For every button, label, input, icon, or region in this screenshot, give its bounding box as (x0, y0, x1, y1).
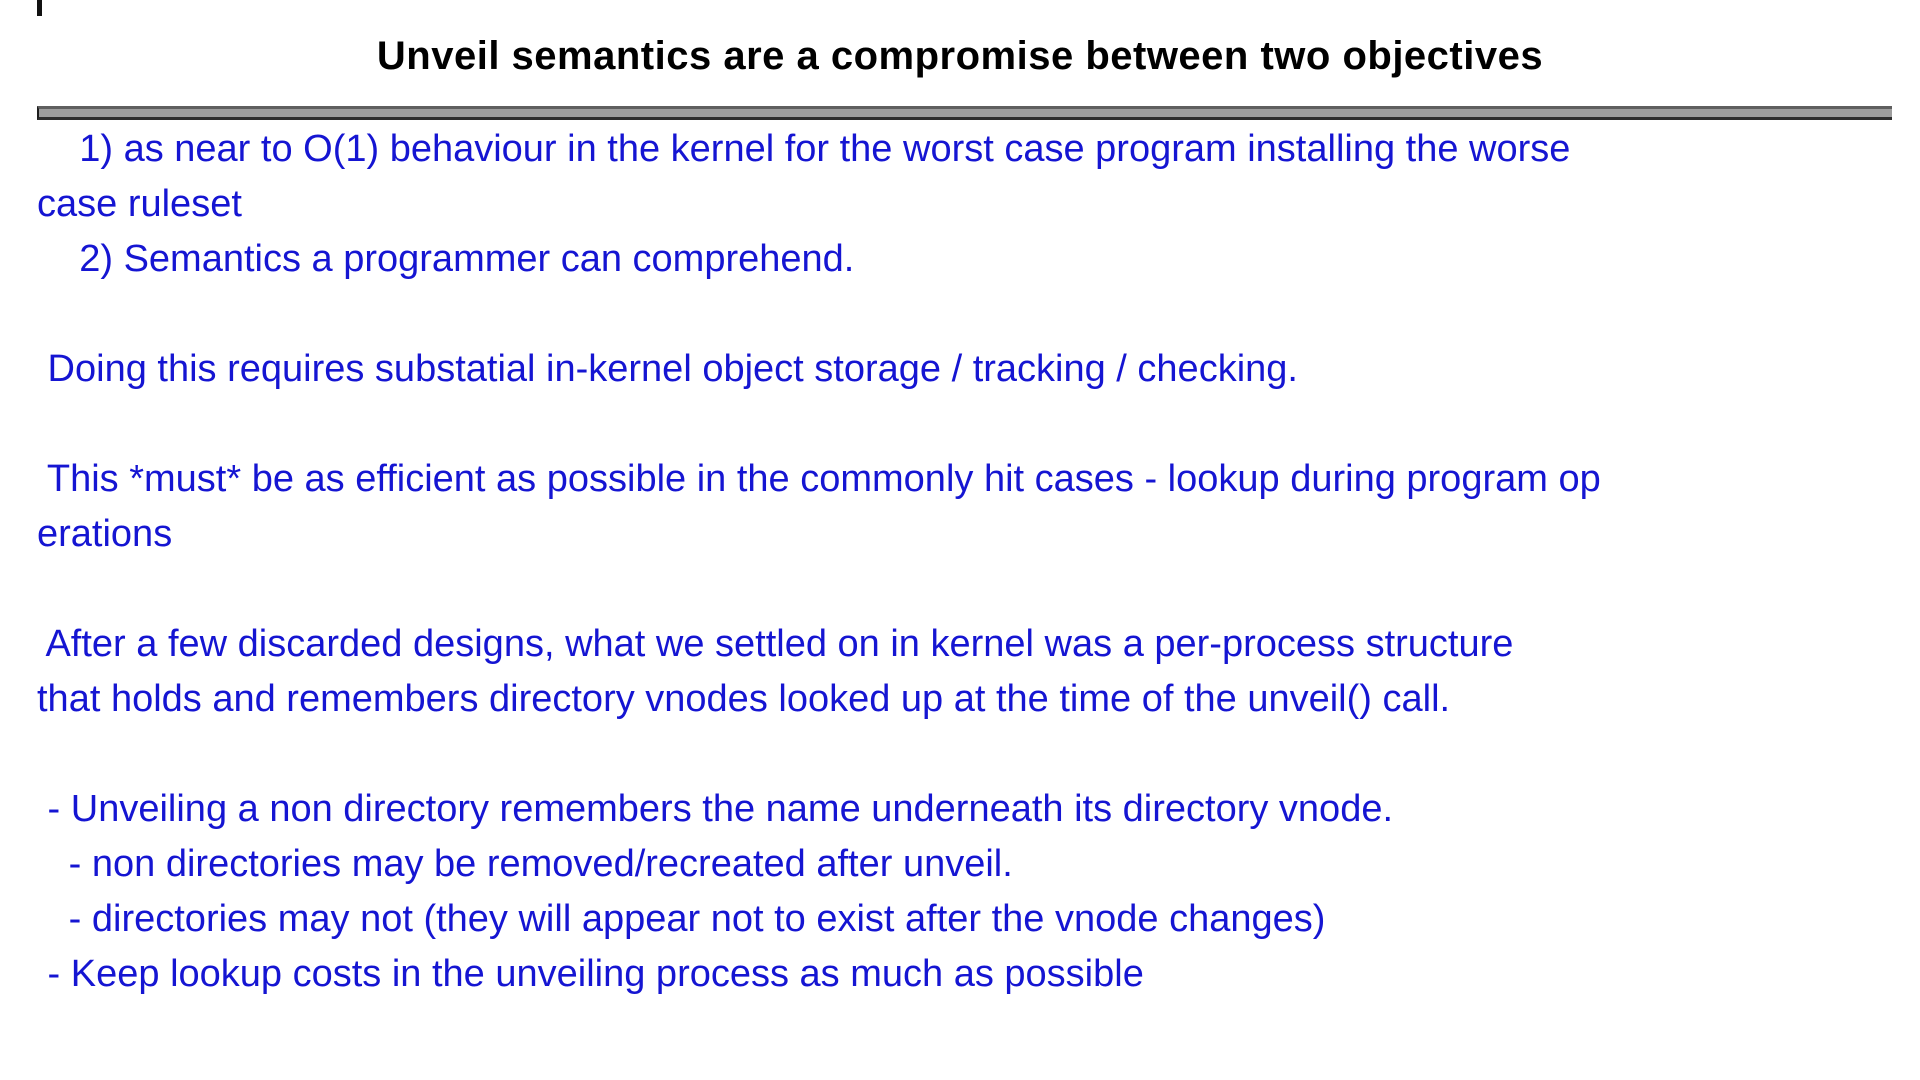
text-line: case ruleset (37, 183, 242, 225)
slide-title: Unveil semantics are a compromise betwee… (376, 34, 1544, 78)
text-line: erations (37, 513, 173, 555)
text-line: This *must* be as efficient as possible … (37, 458, 1601, 500)
text-line: 1) as near to O(1) behaviour in the kern… (37, 128, 1571, 170)
slide-body: 1) as near to O(1) behaviour in the kern… (37, 122, 1910, 1002)
text-line: - Keep lookup costs in the unveiling pro… (37, 953, 1144, 995)
title-divider (37, 106, 1892, 120)
text-line (37, 397, 1910, 452)
text-line: - directories may not (they will appear … (37, 898, 1326, 940)
text-line (37, 287, 1910, 342)
text-line: 2) Semantics a programmer can comprehend… (37, 238, 855, 280)
text-line (37, 727, 1910, 782)
text-line: that holds and remembers directory vnode… (37, 678, 1451, 720)
text-line: - Unveiling a non directory remembers th… (37, 788, 1394, 830)
text-line: After a few discarded designs, what we s… (37, 623, 1514, 665)
left-border-tick (37, 0, 42, 16)
text-line: Doing this requires substatial in-kernel… (37, 348, 1298, 390)
text-line: - non directories may be removed/recreat… (37, 843, 1013, 885)
text-line (37, 562, 1910, 617)
